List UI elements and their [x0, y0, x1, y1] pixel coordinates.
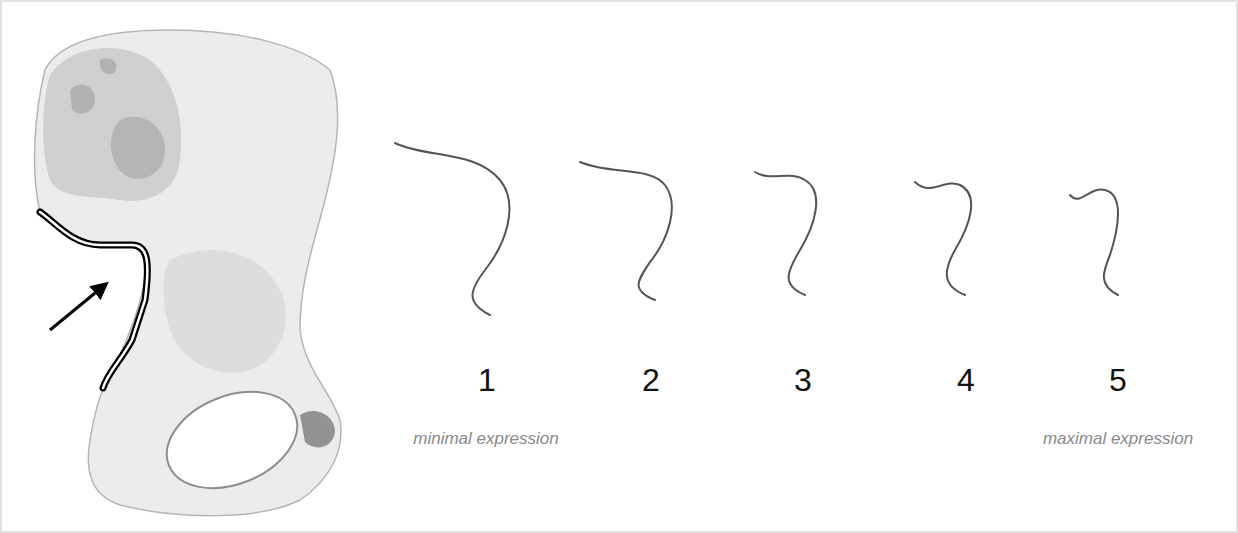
score-number: 4: [957, 364, 975, 396]
bone-texture: [300, 411, 335, 447]
scale-end-label: maximal expression: [1043, 430, 1193, 449]
notch-outline: [40, 212, 147, 388]
obturator-foramen: [152, 374, 311, 507]
score-number: 2: [642, 364, 660, 396]
score-number: 1: [478, 364, 496, 396]
notch-profiles: [395, 143, 1118, 315]
bone-texture: [111, 117, 165, 179]
auricular-surface: [43, 48, 181, 201]
notch-profile: [580, 162, 672, 300]
notch-profile: [755, 172, 816, 295]
bone-outline: [35, 30, 341, 516]
notch-outline: [40, 212, 147, 388]
hip-bone: [35, 30, 341, 516]
score-number: 5: [1109, 364, 1127, 396]
score-number: 3: [794, 364, 812, 396]
pointer-arrow: [50, 284, 106, 330]
bone-texture: [70, 58, 116, 113]
bone-shading: [163, 250, 286, 373]
scale-end-label: minimal expression: [413, 430, 559, 449]
notch-profile: [1070, 189, 1118, 295]
notch-profile: [395, 143, 509, 315]
notch-profile: [915, 182, 971, 295]
